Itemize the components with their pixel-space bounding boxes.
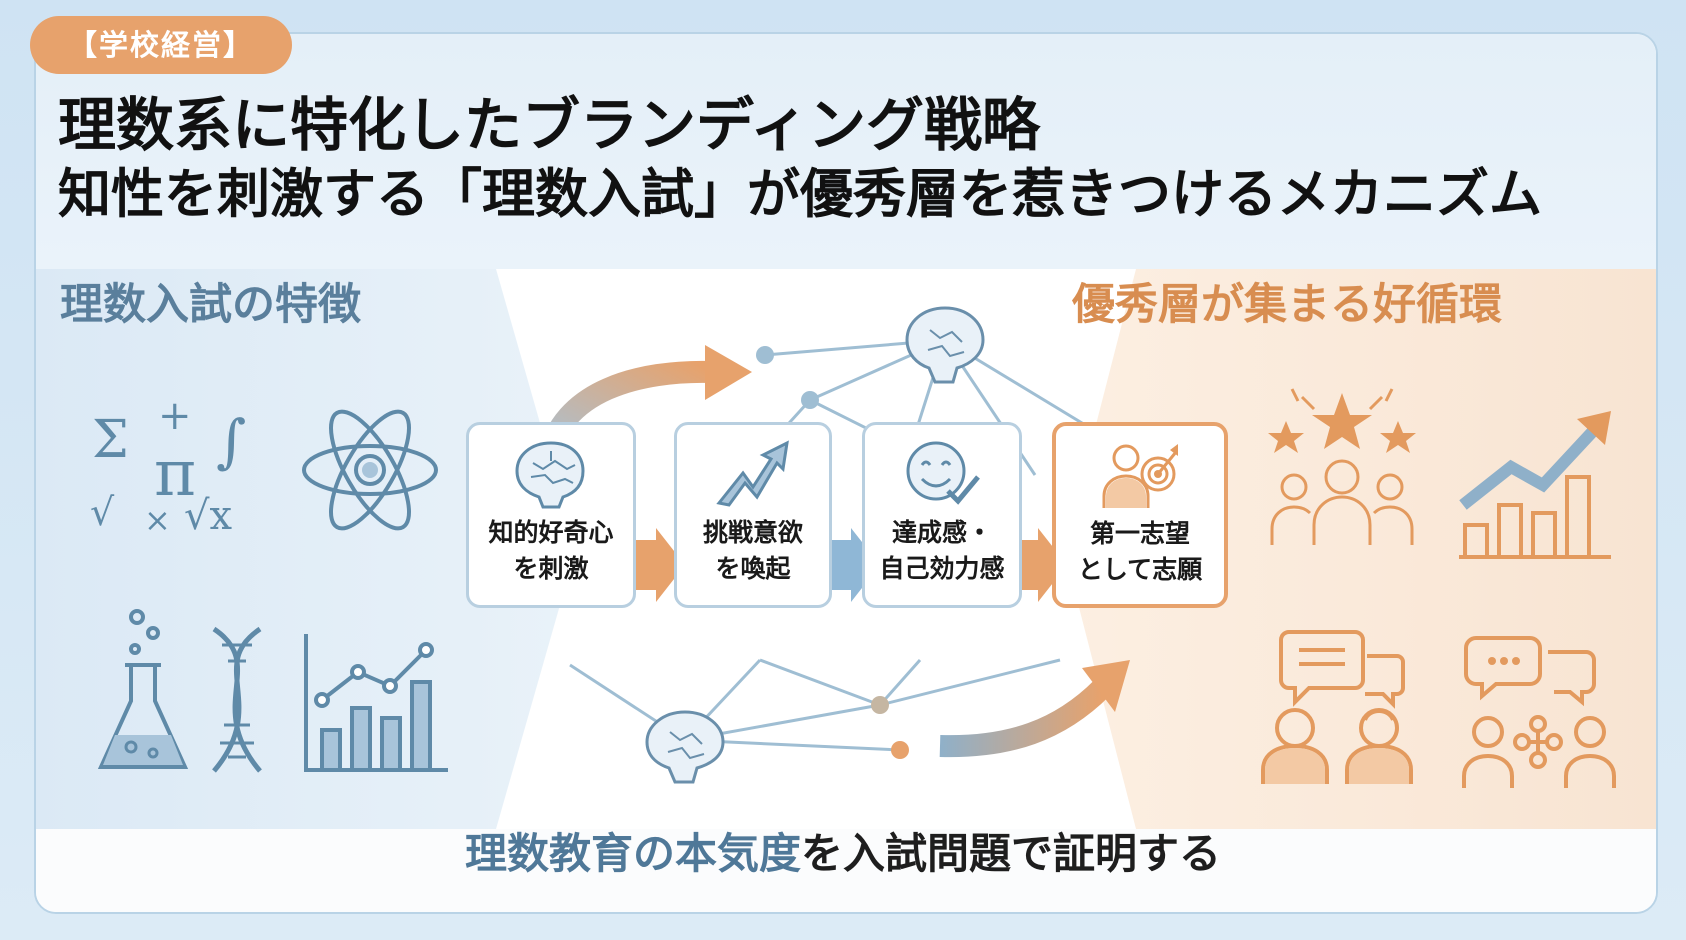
right-section-heading: 優秀層が集まる好循環 <box>1072 280 1502 330</box>
header-band <box>36 34 1656 269</box>
bar-line-chart-icon <box>300 630 452 778</box>
footer-band <box>36 829 1656 912</box>
svg-text:π: π <box>154 437 196 511</box>
flask-icon <box>95 605 195 780</box>
category-tag: 【学校経営】 <box>30 16 292 74</box>
step-label: 第一志望 として志願 <box>1077 519 1203 584</box>
step-first-choice: 第一志望 として志願 <box>1052 422 1228 608</box>
atom-icon <box>298 398 443 543</box>
left-section-heading: 理数入試の特徴 <box>60 280 361 330</box>
footer-rest: を入試問題で証明する <box>801 829 1222 878</box>
star-group-icon <box>1262 385 1422 560</box>
collaboration-network-icon <box>1462 632 1617 792</box>
smile-check-icon <box>902 437 982 511</box>
rising-arrow-icon <box>713 437 793 511</box>
step-label: 挑戦意欲 を喚起 <box>702 518 803 583</box>
svg-text:+: + <box>158 395 192 439</box>
page-title: 理数系に特化したブランディング戦略 <box>58 91 1040 159</box>
step-curiosity: 知的好奇心 を刺激 <box>466 422 636 608</box>
growth-chart-icon <box>1455 405 1615 565</box>
step-achievement: 達成感・ 自己効力感 <box>862 422 1022 608</box>
svg-text:∫: ∫ <box>216 407 246 475</box>
svg-text:√: √ <box>90 490 115 534</box>
svg-text:Σ: Σ <box>92 410 129 470</box>
discussion-icon <box>1255 628 1420 788</box>
math-symbols-icon: Σ + π ∫ √ × √x <box>88 395 258 545</box>
svg-text:×: × <box>144 501 171 539</box>
dna-icon <box>208 625 266 775</box>
infographic-card <box>34 32 1658 914</box>
footer-emphasis: 理数教育の本気度 <box>464 829 801 878</box>
person-target-icon <box>1100 438 1180 512</box>
svg-text:√x: √x <box>184 493 232 539</box>
page-subtitle: 知性を刺激する「理数入試」が優秀層を惹きつけるメカニズム <box>58 164 1542 225</box>
step-label: 知的好奇心 を刺激 <box>488 518 614 583</box>
diagram-band <box>36 269 1656 829</box>
step-challenge: 挑戦意欲 を喚起 <box>674 422 832 608</box>
brain-icon <box>511 437 591 511</box>
footer-message: 理数教育の本気度を入試問題で証明する <box>0 820 1686 881</box>
step-label: 達成感・ 自己効力感 <box>879 518 1005 583</box>
